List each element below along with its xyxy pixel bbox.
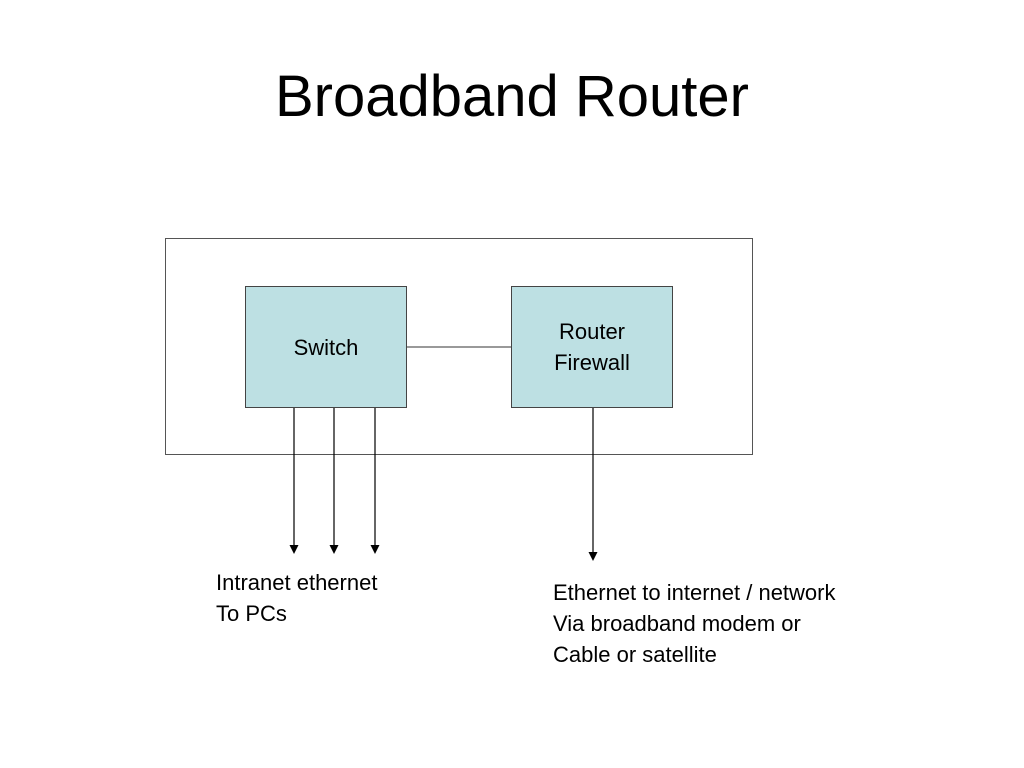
- router-enclosure-box: [165, 238, 753, 455]
- intranet-caption: Intranet ethernet To PCs: [216, 567, 377, 629]
- internet-caption-line-3: Cable or satellite: [553, 642, 717, 667]
- intranet-caption-line-2: To PCs: [216, 601, 287, 626]
- internet-arrowhead: [588, 552, 598, 561]
- switch-node-label: Switch: [293, 334, 359, 360]
- internet-caption: Ethernet to internet / network Via broad…: [553, 577, 836, 670]
- intranet-arrowhead-2: [329, 545, 339, 554]
- switch-node: Switch: [245, 286, 407, 408]
- intranet-arrowhead-3: [370, 545, 380, 554]
- firewall-node-label: Firewall: [554, 350, 630, 375]
- internet-caption-line-1: Ethernet to internet / network: [553, 580, 836, 605]
- router-node-label: Router: [558, 319, 626, 344]
- intranet-arrowhead-1: [289, 545, 299, 554]
- internet-caption-line-2: Via broadband modem or: [553, 611, 801, 636]
- router-firewall-node: Router Firewall: [511, 286, 673, 408]
- intranet-caption-line-1: Intranet ethernet: [216, 570, 378, 595]
- page-title: Broadband Router: [275, 64, 749, 129]
